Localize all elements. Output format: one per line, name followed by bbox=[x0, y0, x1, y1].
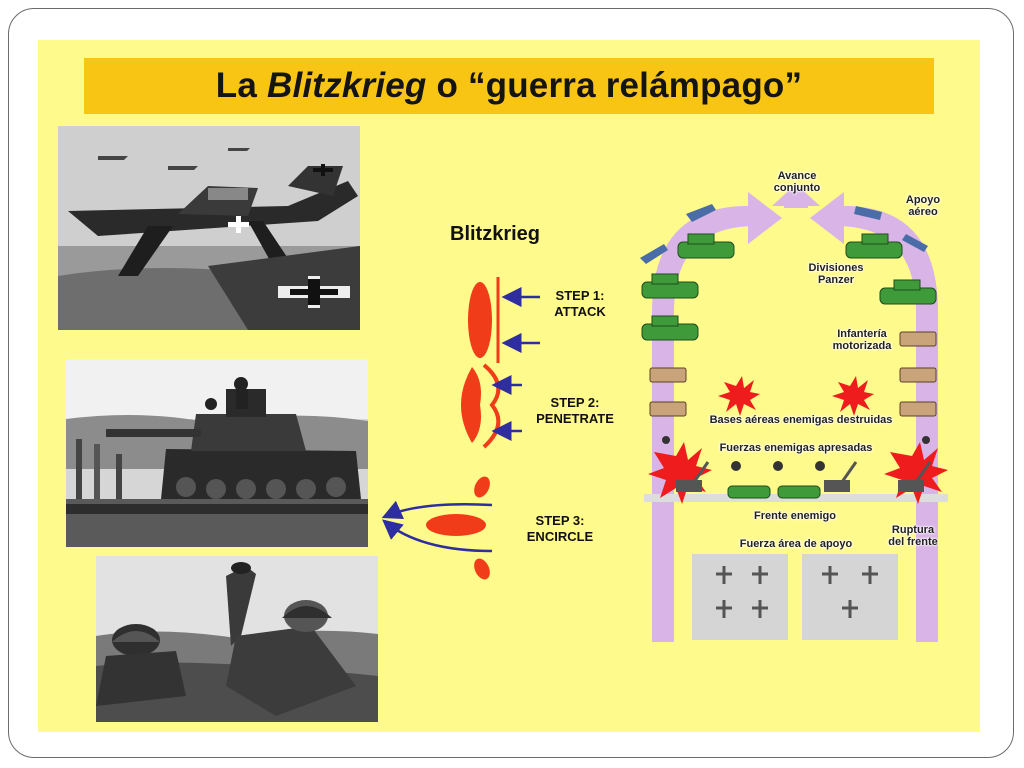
blitzkrieg-steps-diagram: Blitzkrieg STEP 1:ATTAC bbox=[380, 215, 640, 595]
label-fuerzas-apresadas: Fuerzas enemigas apresadas bbox=[719, 442, 873, 454]
label-fuerza-aerea-apoyo: Fuerza área de apoyo bbox=[739, 538, 853, 550]
label-frente-enemigo: Frente enemigo bbox=[754, 510, 836, 522]
step3-label: STEP 3:ENCIRCLE bbox=[526, 513, 594, 544]
step2-label: STEP 2:PENETRATE bbox=[536, 395, 614, 426]
steps-title: Blitzkrieg bbox=[450, 223, 541, 245]
step3-graphic bbox=[381, 476, 493, 580]
photo-soldiers-grenade bbox=[96, 556, 378, 722]
step2-graphic bbox=[461, 363, 522, 449]
title-bar: La Blitzkrieg o “guerra relámpago” bbox=[84, 58, 934, 114]
step1-graphic bbox=[468, 277, 540, 363]
photo-panzer-tank bbox=[66, 359, 368, 547]
label-bases-aereas: Bases aéreas enemigas destruidas bbox=[709, 414, 893, 426]
slide-title: La Blitzkrieg o “guerra relámpago” bbox=[215, 66, 803, 105]
photo-stuka-plane bbox=[58, 126, 360, 330]
step1-label: STEP 1:ATTACK bbox=[554, 288, 606, 319]
